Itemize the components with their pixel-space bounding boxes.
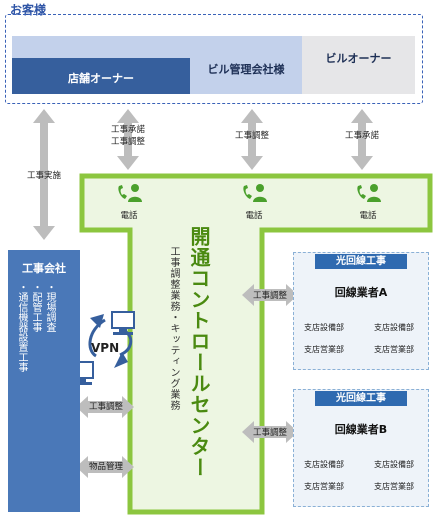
phone-icon-1	[115, 183, 143, 207]
phone-label-3: 電話	[359, 211, 377, 221]
vendor-b-branch-1: 支店設備部	[304, 460, 344, 469]
vendor-a-header: 光回線工事	[315, 254, 407, 269]
approve-label-2: 工事調整	[110, 137, 145, 147]
contractor-title: 工事会社	[22, 262, 66, 275]
vendor-a-branch-3: 支店営業部	[304, 345, 344, 354]
contractor-item-survey: ・現場調査	[44, 282, 55, 332]
vendor-b-name: 回線業者B	[334, 423, 388, 436]
phone-icon-3	[354, 183, 382, 207]
approve-label-1: 工事承諾	[110, 125, 145, 135]
contractor-item-piping: ・配管工事	[30, 282, 41, 332]
arrow-contractor-adjust	[76, 396, 134, 418]
arrow-adjust	[241, 109, 263, 170]
phone-label-2: 電話	[245, 211, 263, 221]
approve-label: 工事承諾	[344, 131, 379, 141]
vendor-a-branch-2: 支店設備部	[374, 323, 414, 332]
vendor-b-header: 光回線工事	[315, 391, 407, 406]
contractor-item-install: ・通信機器設置工事	[16, 282, 27, 372]
phone-label-1: 電話	[120, 211, 138, 221]
vendor-b-branch-2: 支店設備部	[374, 460, 414, 469]
vendor-b-branch-3: 支店営業部	[304, 482, 344, 491]
contractor-adjust-label: 工事調整	[88, 402, 123, 412]
store-owner-label: 店舗オーナー	[68, 72, 134, 85]
arrow-work-exec	[33, 109, 55, 240]
customer-label: お客様	[10, 3, 47, 17]
control-center-shape	[79, 173, 433, 515]
adjust-label: 工事調整	[234, 131, 269, 141]
contractor-items: ・現場調査 ・配管工事 ・通信機器設置工事	[14, 282, 56, 432]
building-mgmt-label: ビル管理会社様	[207, 63, 285, 76]
vendor-a-branch-4: 支店営業部	[374, 345, 414, 354]
contractor-box	[8, 250, 80, 512]
control-center-subtitle: 工事調整業務・キッティング業務	[168, 246, 179, 411]
pc-icon-top	[111, 311, 135, 335]
vpn-label: VPN	[91, 341, 120, 355]
vendor-b-link-label: 工事調整	[252, 428, 287, 438]
store-owner-box	[12, 58, 190, 94]
vendor-b-branch-4: 支店営業部	[374, 482, 414, 491]
control-center-title: 開通コントロールセンター	[187, 226, 211, 478]
customer-frame	[5, 14, 423, 104]
arrow-contractor-goods	[76, 456, 134, 478]
arrow-vendor-a	[242, 284, 298, 306]
vendor-a-branch-1: 支店設備部	[304, 323, 344, 332]
work-exec-label: 工事実施	[26, 171, 61, 181]
arrow-approve	[351, 109, 373, 170]
vendor-a-group	[293, 252, 429, 370]
vendor-b-group	[293, 389, 429, 507]
arrow-approve-adjust	[117, 109, 139, 170]
building-owner-label: ビルオーナー	[325, 52, 392, 65]
phone-icon-2	[240, 183, 268, 207]
goods-label: 物品管理	[88, 462, 123, 472]
vendor-a-link-label: 工事調整	[252, 291, 287, 301]
arrow-vendor-b	[242, 421, 298, 443]
vendor-a-name: 回線業者A	[334, 286, 388, 299]
